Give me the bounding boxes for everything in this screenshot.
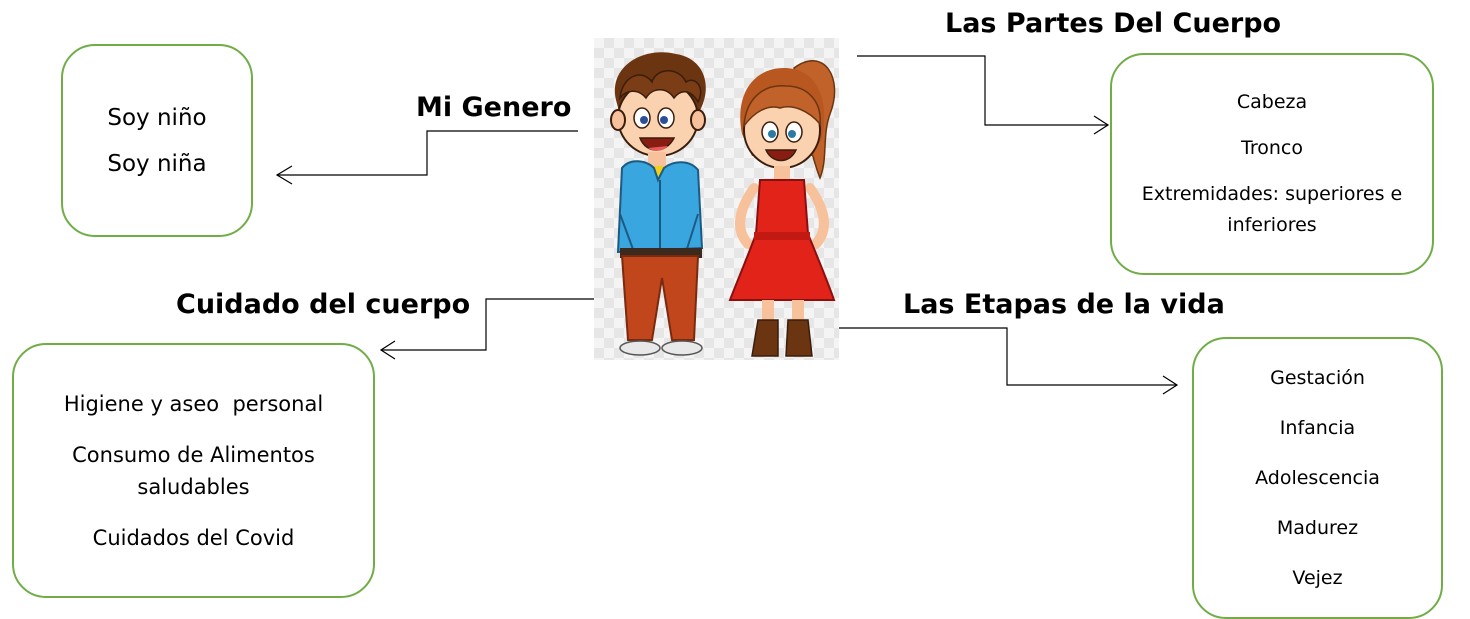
list-item: Vejez	[1292, 567, 1343, 589]
list-item: Tronco	[1241, 137, 1303, 159]
arrow-head-cuidado-cuerpo	[379, 340, 396, 360]
girl-illustration	[728, 60, 836, 357]
list-item: Cuidados del Covid	[92, 525, 295, 550]
list-item: Cabeza	[1236, 91, 1308, 113]
arrow-head-etapas-vida	[1162, 375, 1179, 395]
connector-partes-cuerpo	[857, 55, 1108, 126]
box-cuidado-cuerpo: Higiene y aseo personal Consumo de Alime…	[12, 343, 375, 598]
box-etapas-vida: Gestación Infancia Adolescencia Madurez …	[1192, 337, 1443, 619]
list-item: Soy niño	[107, 104, 207, 131]
arrow-head-partes-cuerpo	[1093, 115, 1110, 135]
heading-etapas-vida: Las Etapas de la vida	[903, 289, 1225, 320]
box-mi-genero: Soy niño Soy niña	[61, 44, 253, 237]
connector-cuidado-cuerpo	[381, 298, 594, 351]
boy-illustration	[610, 52, 706, 356]
children-illustration	[594, 38, 839, 360]
connector-mi-genero	[277, 130, 578, 176]
list-item: Adolescencia	[1255, 467, 1380, 489]
arrow-head-mi-genero	[275, 165, 293, 185]
heading-cuidado-cuerpo: Cuidado del cuerpo	[176, 289, 471, 320]
box-partes-cuerpo: Cabeza Tronco Extremidades: superiores e…	[1110, 53, 1434, 275]
connector-etapas-vida	[836, 327, 1177, 386]
heading-partes-cuerpo: Las Partes Del Cuerpo	[945, 8, 1282, 39]
list-item: Gestación	[1270, 367, 1365, 389]
list-item: Extremidades: superiores e inferiores	[1141, 183, 1403, 236]
list-item: Soy niña	[107, 150, 207, 177]
heading-mi-genero: Mi Genero	[416, 92, 572, 123]
list-item: Madurez	[1276, 517, 1359, 539]
list-item: Higiene y aseo personal	[63, 391, 324, 416]
list-item: Consumo de Alimentos saludables	[72, 442, 315, 499]
list-item: Infancia	[1279, 417, 1356, 439]
